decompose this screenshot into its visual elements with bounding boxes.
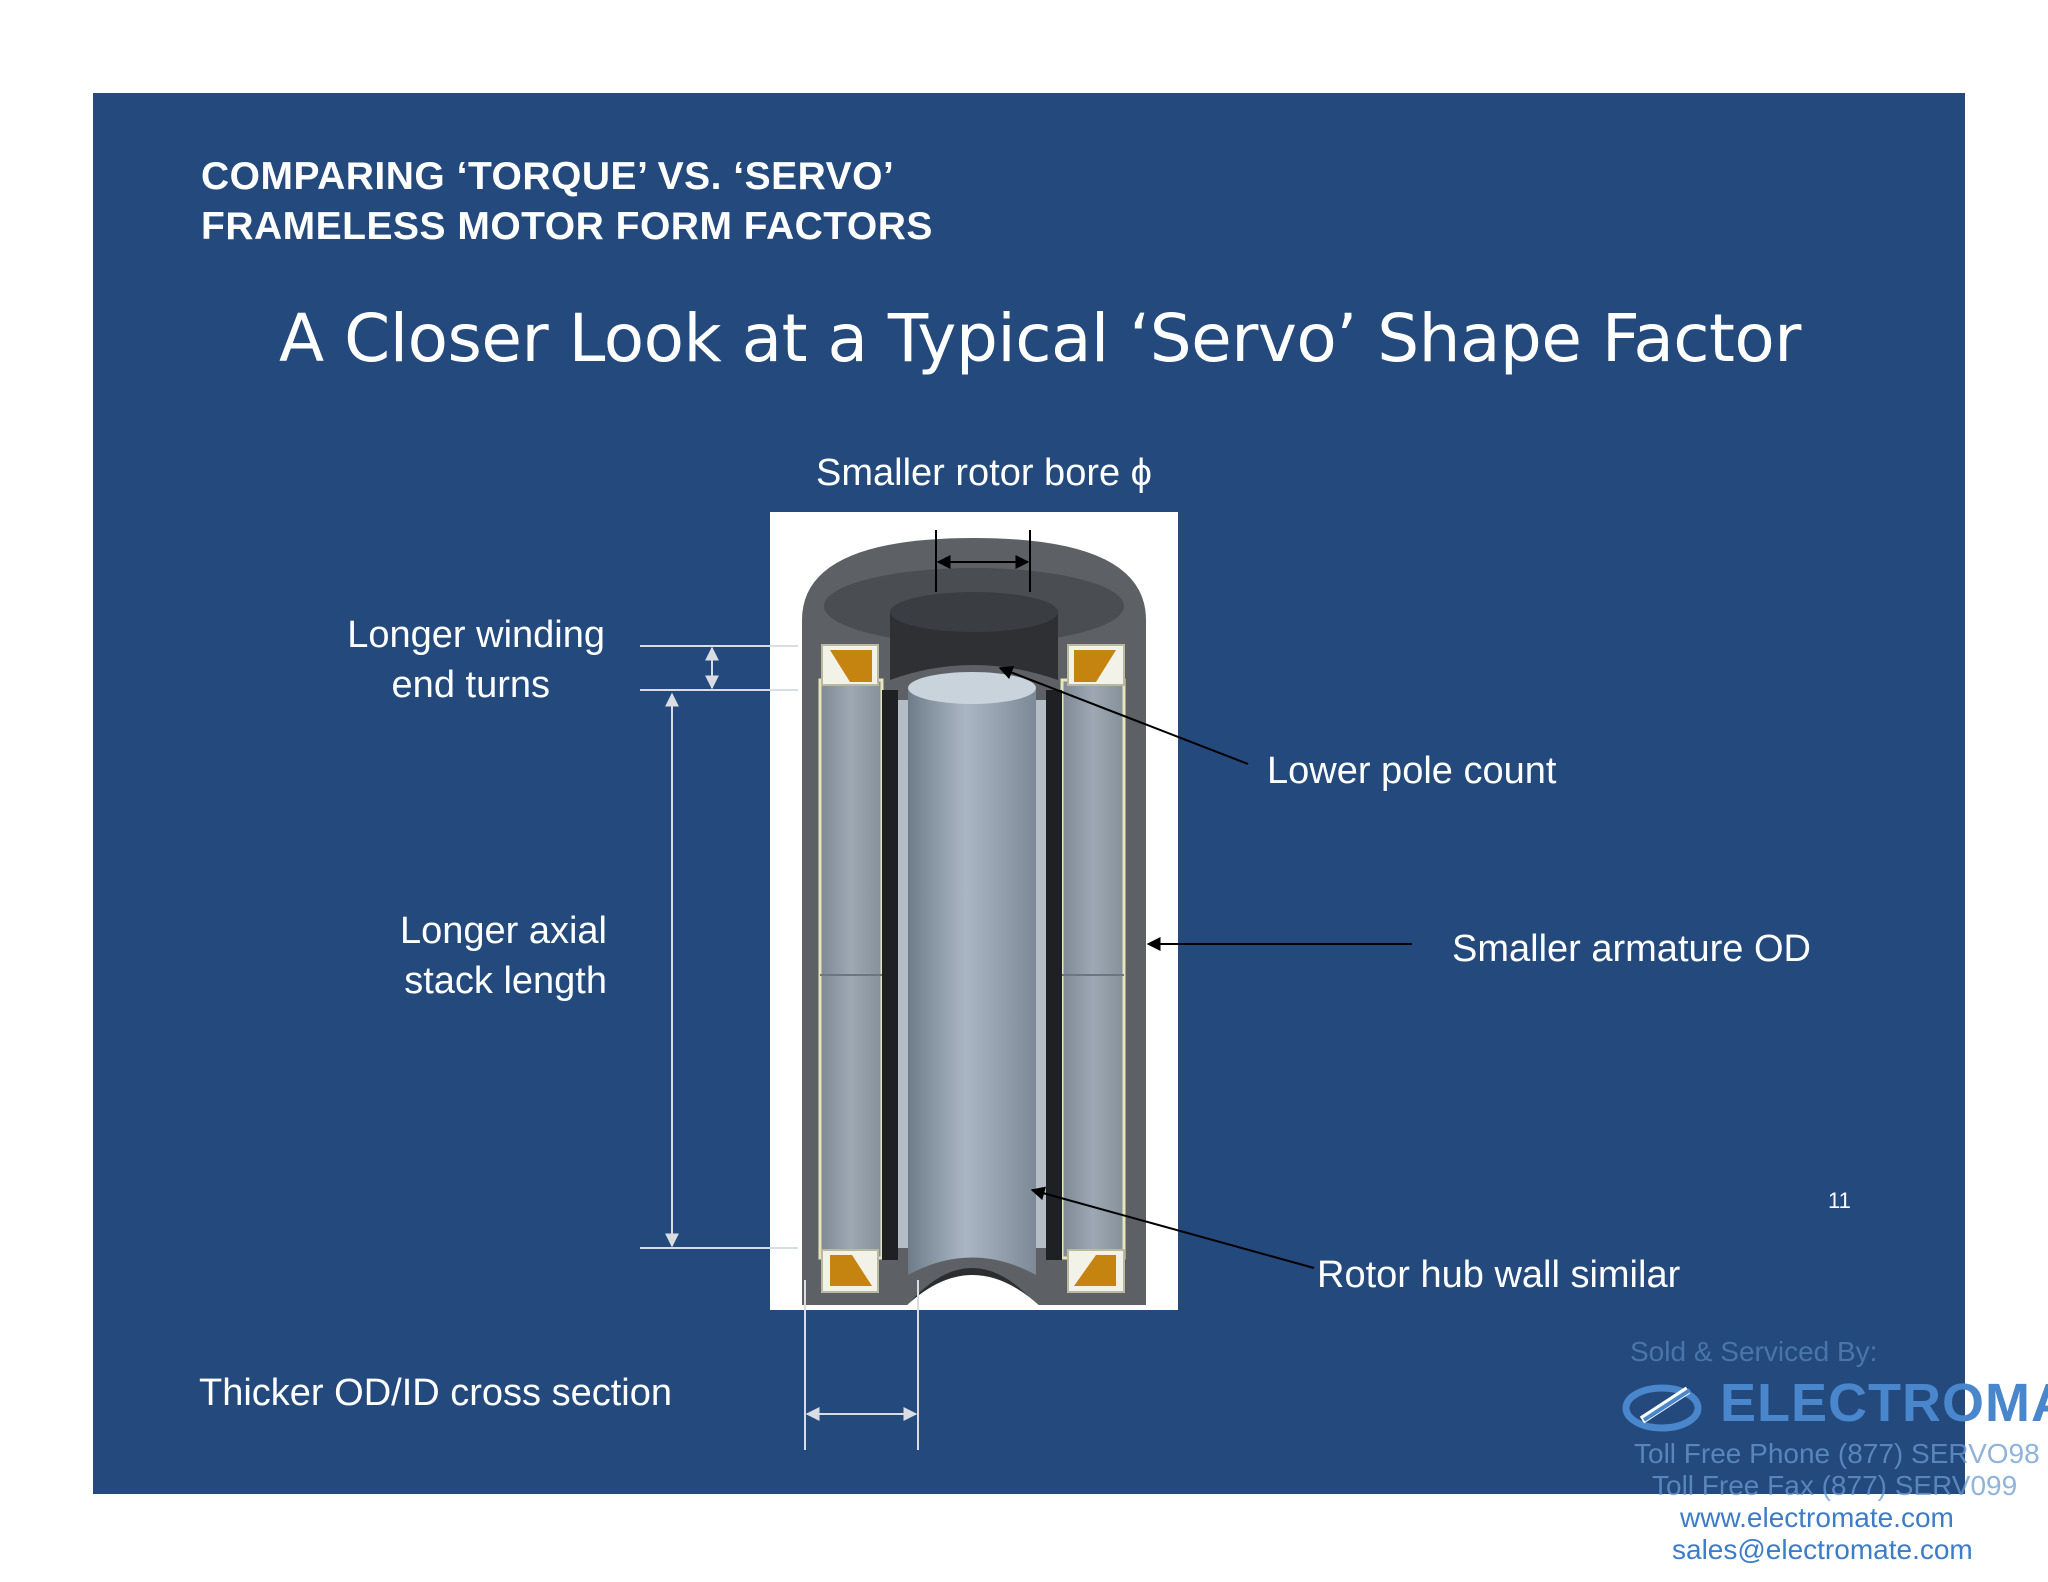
cross-section-dimension bbox=[804, 1280, 919, 1450]
logo-fax: Toll Free Fax (877) SERV099 bbox=[1652, 1470, 2018, 1501]
label-axial-line-2: stack length bbox=[404, 960, 607, 1002]
rotor-hub bbox=[908, 690, 1036, 1275]
label-winding-line-2: end turns bbox=[391, 664, 550, 706]
logo-email-link[interactable]: sales@electromate.com bbox=[1672, 1534, 1973, 1565]
hub-wall-leader bbox=[1030, 1186, 1315, 1269]
logo-website-link[interactable]: www.electromate.com bbox=[1680, 1502, 1954, 1533]
header-line-2: FRAMELESS MOTOR FORM FACTORS bbox=[201, 205, 933, 248]
winding-dimension bbox=[640, 645, 798, 691]
pole-count-leader bbox=[998, 666, 1249, 765]
winding-end-turns bbox=[821, 644, 1125, 1293]
label-rotor-bore: Smaller rotor bore ϕ bbox=[816, 452, 1152, 494]
label-hub-wall: Rotor hub wall similar bbox=[1317, 1254, 1681, 1296]
axial-dimension bbox=[640, 692, 798, 1249]
label-armature-od: Smaller armature OD bbox=[1452, 928, 1811, 970]
stator-left bbox=[818, 678, 884, 1260]
label-pole-count: Lower pole count bbox=[1267, 750, 1557, 792]
label-winding-line-1: Longer winding bbox=[347, 614, 605, 656]
stator-right bbox=[1060, 678, 1126, 1260]
label-cross-section: Thicker OD/ID cross section bbox=[199, 1372, 672, 1414]
logo-sold-by: Sold & Serviced By: bbox=[1630, 1336, 1878, 1367]
header-line-1: COMPARING ‘TORQUE’ VS. ‘SERVO’ bbox=[201, 155, 895, 198]
slide-title: A Closer Look at a Typical ‘Servo’ Shape… bbox=[279, 300, 1801, 377]
bore-dimension bbox=[935, 530, 1031, 592]
logo-phone: Toll Free Phone (877) SERVO98 bbox=[1634, 1438, 2040, 1469]
electromate-logo-icon bbox=[1622, 1384, 1702, 1432]
logo-brand: ELECTROMATE bbox=[1720, 1373, 2048, 1433]
label-axial-line-1: Longer axial bbox=[399, 910, 607, 952]
page-number: 11 bbox=[1828, 1188, 1851, 1213]
